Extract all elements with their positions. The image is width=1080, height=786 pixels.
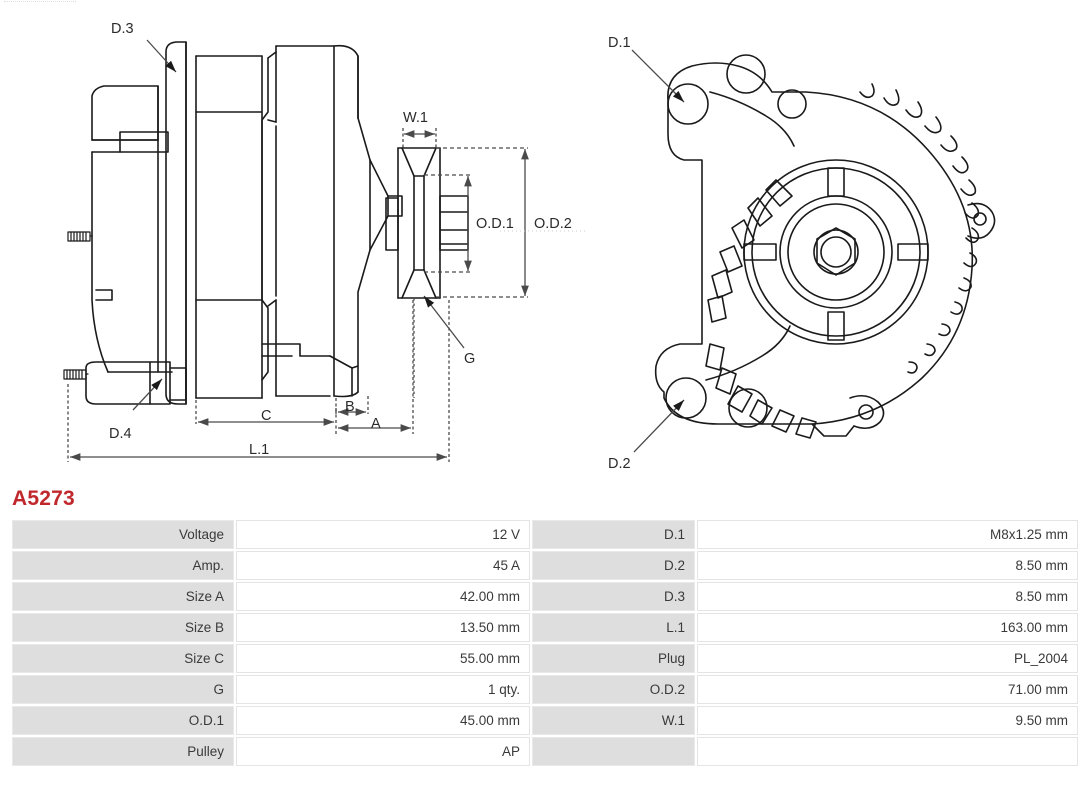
spec-label-right: O.D.2 xyxy=(532,675,695,704)
spec-value-right xyxy=(697,737,1078,766)
label-od2: O.D.2 xyxy=(534,216,572,232)
leader-d2 xyxy=(633,399,685,453)
spec-value-right: M8x1.25 mm xyxy=(697,520,1078,549)
leader-d1 xyxy=(631,49,685,103)
spec-label-left: Amp. xyxy=(12,551,234,580)
spec-value-left: 1 qty. xyxy=(236,675,530,704)
spec-value-right: 163.00 mm xyxy=(697,613,1078,642)
front-view-body xyxy=(654,54,996,439)
spec-label-left: Size B xyxy=(12,613,234,642)
label-w1: W.1 xyxy=(403,110,428,126)
spec-value-left: 55.00 mm xyxy=(236,644,530,673)
label-od1: O.D.1 xyxy=(476,216,514,232)
label-a: A xyxy=(371,416,381,432)
spec-value-left: 13.50 mm xyxy=(236,613,530,642)
spec-label-left: Size C xyxy=(12,644,234,673)
technical-drawing: D.3 D.4 G W.1 O.D.1 O.D.2 A B C L.1 D.1 … xyxy=(63,21,996,472)
spec-label-left: Size A xyxy=(12,582,234,611)
spec-value-left: 45 A xyxy=(236,551,530,580)
spec-value-left: 45.00 mm xyxy=(236,706,530,735)
spec-label-left: G xyxy=(12,675,234,704)
spec-value-right: PL_2004 xyxy=(697,644,1078,673)
leader-d3 xyxy=(146,39,177,73)
label-b: B xyxy=(345,399,355,415)
side-view-body xyxy=(63,41,403,405)
spec-value-right: 71.00 mm xyxy=(697,675,1078,704)
spec-label-right: D.3 xyxy=(532,582,695,611)
spec-label-left: Voltage xyxy=(12,520,234,549)
spec-label-right: D.1 xyxy=(532,520,695,549)
spec-value-left: 42.00 mm xyxy=(236,582,530,611)
leader-d4 xyxy=(132,378,163,411)
label-d3: D.3 xyxy=(111,21,134,37)
label-d2: D.2 xyxy=(608,456,631,472)
page-title: A5273 xyxy=(12,487,75,510)
leader-g xyxy=(423,295,465,349)
spec-value-left: AP xyxy=(236,737,530,766)
top-edge-artifact xyxy=(4,1,76,5)
label-c: C xyxy=(261,408,271,424)
spec-value-right: 9.50 mm xyxy=(697,706,1078,735)
spec-label-right: L.1 xyxy=(532,613,695,642)
spec-label-right: Plug xyxy=(532,644,695,673)
spec-value-right: 8.50 mm xyxy=(697,551,1078,580)
spec-label-left: Pulley xyxy=(12,737,234,766)
spec-label-right: W.1 xyxy=(532,706,695,735)
spec-value-right: 8.50 mm xyxy=(697,582,1078,611)
spec-label-right xyxy=(532,737,695,766)
label-d4: D.4 xyxy=(109,426,132,442)
label-g: G xyxy=(464,351,475,367)
label-d1: D.1 xyxy=(608,35,631,51)
spec-label-left: O.D.1 xyxy=(12,706,234,735)
label-l1: L.1 xyxy=(249,442,269,458)
spec-value-left: 12 V xyxy=(236,520,530,549)
spec-label-right: D.2 xyxy=(532,551,695,580)
pulley-detail xyxy=(385,147,469,299)
